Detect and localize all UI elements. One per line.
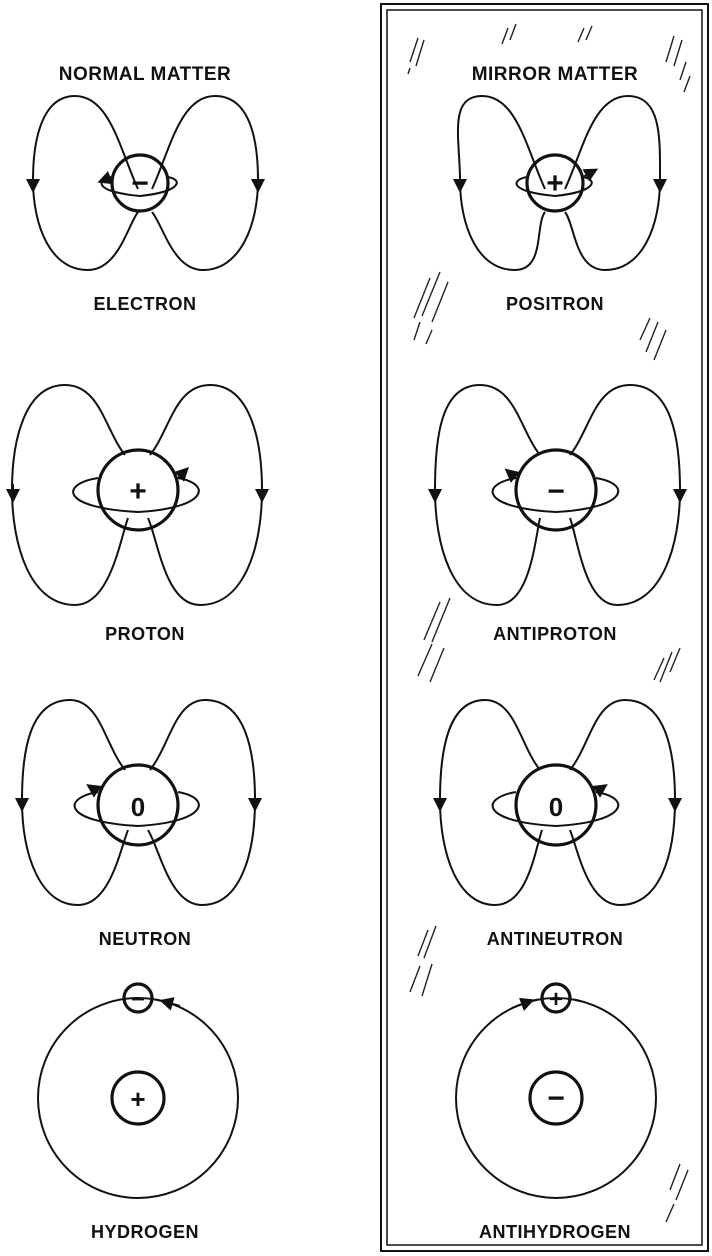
positron-charge: +: [546, 167, 564, 200]
antineutron-diagram: 0: [440, 700, 675, 905]
electron-charge: −: [131, 167, 149, 200]
antiproton-charge: −: [547, 475, 565, 508]
antihydrogen-atom-diagram: + −: [456, 984, 656, 1198]
mirror-hatch-marks: [408, 24, 690, 1222]
electron-label: ELECTRON: [94, 294, 197, 314]
antineutron-label: ANTINEUTRON: [487, 929, 624, 949]
positron-diagram: +: [458, 96, 660, 270]
antiproton-diagram: −: [435, 385, 680, 605]
hydrogen-atom-diagram: − +: [38, 984, 238, 1198]
antineutron-charge: 0: [549, 792, 563, 822]
positron-label: POSITRON: [506, 294, 604, 314]
antihydrogen-nucleus-charge: −: [547, 1082, 565, 1115]
neutron-label: NEUTRON: [99, 929, 192, 949]
proton-diagram: +: [12, 385, 262, 605]
mirror-matter-heading: MIRROR MATTER: [472, 64, 639, 85]
hydrogen-electron-charge: −: [131, 986, 145, 1013]
neutron-diagram: 0: [22, 700, 255, 905]
hydrogen-label: HYDROGEN: [91, 1222, 199, 1242]
proton-charge: +: [129, 475, 147, 508]
electron-diagram: −: [33, 96, 258, 270]
proton-label: PROTON: [105, 624, 185, 644]
antihydrogen-positron-charge: +: [549, 986, 563, 1013]
antihydrogen-label: ANTIHYDROGEN: [479, 1222, 631, 1242]
hydrogen-nucleus-charge: +: [130, 1084, 145, 1114]
normal-matter-heading: NORMAL MATTER: [59, 64, 232, 85]
neutron-charge: 0: [131, 792, 145, 822]
antiproton-label: ANTIPROTON: [493, 624, 617, 644]
